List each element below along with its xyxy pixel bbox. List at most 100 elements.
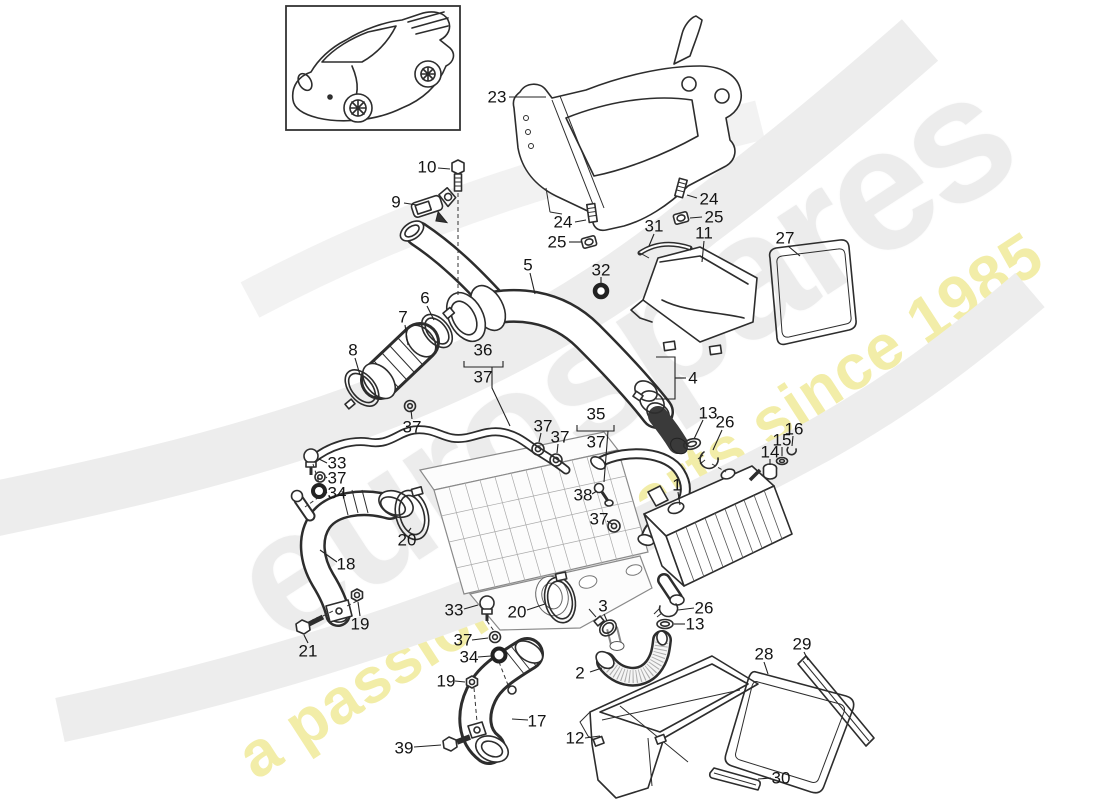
part-34-grommet xyxy=(311,483,327,499)
callout-20[interactable]: 20 xyxy=(398,531,417,550)
part-26-circlip xyxy=(653,603,679,618)
callout-30[interactable]: 30 xyxy=(772,769,791,788)
callout-20[interactable]: 20 xyxy=(508,603,527,622)
callout-37[interactable]: 37 xyxy=(551,428,570,447)
callout-25[interactable]: 25 xyxy=(548,233,567,252)
part-16-clip xyxy=(786,446,797,456)
callout-37[interactable]: 37 xyxy=(454,631,473,650)
callout-leader-26 xyxy=(677,607,695,611)
callout-25[interactable]: 25 xyxy=(705,208,724,227)
part-6-hose-clamp xyxy=(420,306,456,349)
callout-38[interactable]: 38 xyxy=(574,486,593,505)
callout-leader-13 xyxy=(693,419,704,440)
callout-31[interactable]: 31 xyxy=(645,217,664,236)
callout-leader-33 xyxy=(463,604,479,610)
callout-35[interactable]: 35 xyxy=(587,405,606,424)
callout-29[interactable]: 29 xyxy=(793,635,812,654)
callout-leader-19 xyxy=(454,680,466,683)
callout-34[interactable]: 34 xyxy=(328,484,347,503)
callout-11[interactable]: 11 xyxy=(695,224,713,243)
callout-37[interactable]: 37 xyxy=(474,368,493,387)
part-8-hose-clamp xyxy=(344,369,380,410)
callout-8[interactable]: 8 xyxy=(348,341,357,360)
callout-7[interactable]: 7 xyxy=(398,308,407,327)
callout-33[interactable]: 33 xyxy=(445,601,464,620)
callout-32[interactable]: 32 xyxy=(592,261,611,280)
part-33-ball-stud xyxy=(303,448,320,508)
callout-23[interactable]: 23 xyxy=(488,88,507,107)
callout-17[interactable]: 17 xyxy=(528,712,547,731)
part-30-seal-strip xyxy=(708,767,761,791)
callout-leader-27 xyxy=(787,245,801,257)
callout-24[interactable]: 24 xyxy=(554,213,573,232)
callout-26[interactable]: 26 xyxy=(716,413,735,432)
callout-10[interactable]: 10 xyxy=(418,158,437,177)
callout-33[interactable]: 33 xyxy=(328,454,347,473)
callout-leader-29 xyxy=(803,651,809,661)
callout-37[interactable]: 37 xyxy=(403,418,422,437)
callout-leader-37 xyxy=(325,476,328,479)
callout-28[interactable]: 28 xyxy=(755,645,774,664)
callout-leader-3 xyxy=(603,613,608,622)
part-12-air-duct-lower xyxy=(579,655,759,799)
part-17-pressure-pipe xyxy=(458,637,544,765)
callout-1[interactable]: 1 xyxy=(672,476,681,495)
callout-4[interactable]: 4 xyxy=(688,369,697,388)
callout-9[interactable]: 9 xyxy=(391,193,400,212)
part-36-vent-hose xyxy=(307,399,571,475)
callout-leader-39 xyxy=(413,744,442,748)
callout-leader-34 xyxy=(477,655,492,658)
part-38-valve xyxy=(593,482,614,507)
callout-leader-6 xyxy=(426,305,435,321)
callout-19[interactable]: 19 xyxy=(437,672,456,691)
part-3-hose-clamp xyxy=(588,608,618,637)
callout-leader-21 xyxy=(303,634,309,644)
part-34-grommet xyxy=(490,646,508,664)
callout-leader-16 xyxy=(791,435,794,447)
callout-24[interactable]: 24 xyxy=(700,190,719,209)
callout-26[interactable]: 26 xyxy=(695,599,714,618)
callout-5[interactable]: 5 xyxy=(523,256,532,275)
callout-6[interactable]: 6 xyxy=(420,289,429,308)
callout-leader-17 xyxy=(511,718,529,721)
callout-37[interactable]: 37 xyxy=(587,433,606,452)
callout-2[interactable]: 2 xyxy=(575,664,584,683)
callout-34[interactable]: 34 xyxy=(460,648,479,667)
callout-leader-1 xyxy=(677,491,681,506)
callout-18[interactable]: 18 xyxy=(337,555,356,574)
part-5-pressure-pipe xyxy=(399,220,674,429)
callout-13[interactable]: 13 xyxy=(699,404,718,423)
callout-leader-20 xyxy=(526,603,546,611)
callout-leader-33 xyxy=(318,458,328,464)
part-7-bellows-hose xyxy=(360,322,440,400)
callout-15[interactable]: 15 xyxy=(773,431,792,450)
callout-leader-34 xyxy=(325,491,328,494)
callout-27[interactable]: 27 xyxy=(776,229,795,248)
callout-leader-12 xyxy=(584,735,601,739)
callout-3[interactable]: 3 xyxy=(598,597,607,616)
part-19-nut xyxy=(465,675,479,723)
callout-13[interactable]: 13 xyxy=(686,615,705,634)
callout-21[interactable]: 21 xyxy=(299,642,318,661)
part-27-seal-frame xyxy=(768,239,857,346)
callout-36[interactable]: 36 xyxy=(474,341,493,360)
callout-19[interactable]: 19 xyxy=(351,615,370,634)
callout-12[interactable]: 12 xyxy=(566,729,585,748)
callout-leader-10 xyxy=(437,167,451,170)
callout-leader-2 xyxy=(589,667,603,673)
car-thumbnail xyxy=(285,5,461,131)
callout-leader-24 xyxy=(686,194,698,199)
callout-leader-8 xyxy=(354,357,361,376)
part-20-band-clamp xyxy=(394,486,430,541)
callout-39[interactable]: 39 xyxy=(395,739,414,758)
callout-leader-38 xyxy=(591,490,598,495)
callout-37[interactable]: 37 xyxy=(328,469,347,488)
callout-leader-5 xyxy=(529,272,536,295)
callout-16[interactable]: 16 xyxy=(785,420,804,439)
callout-leader-9 xyxy=(403,202,418,206)
callout-14[interactable]: 14 xyxy=(761,443,780,462)
callout-37[interactable]: 37 xyxy=(534,417,553,436)
callout-37[interactable]: 37 xyxy=(590,510,609,529)
part-21-bolt xyxy=(295,610,334,635)
